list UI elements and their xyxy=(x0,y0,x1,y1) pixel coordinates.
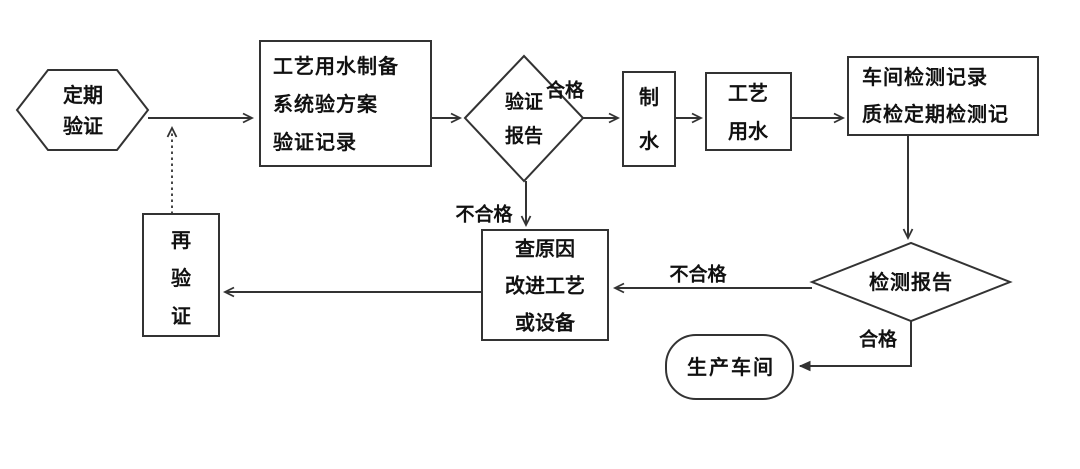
edge-label-fail-test: 不合格 xyxy=(669,263,727,286)
label-plan-record: 工艺用水制备 系统验方案 验证记录 xyxy=(273,54,399,154)
edge-label-pass-validation: 合格 xyxy=(545,79,585,102)
label-revalidation: 再 验 证 xyxy=(171,228,191,328)
edge-label-fail-validation: 不合格 xyxy=(455,203,513,226)
rect-revalidation xyxy=(142,213,220,337)
rect-process-water xyxy=(705,72,792,151)
label-investigate-improve: 查原因 改进工艺 或设备 xyxy=(505,236,585,335)
rect-investigate-improve xyxy=(481,229,609,341)
diamond-test-report xyxy=(809,241,1013,323)
label-validation-report: 验证 报告 xyxy=(504,90,544,147)
label-test-report: 检测报告 xyxy=(869,270,953,294)
edge-label-pass-test: 合格 xyxy=(858,328,898,351)
rect-plan-record xyxy=(259,40,432,167)
label-periodic-validation: 定期 验证 xyxy=(63,83,103,138)
stadium-production-workshop xyxy=(665,334,794,400)
label-production-workshop: 生产车间 xyxy=(687,355,775,379)
rect-inspection-records xyxy=(847,56,1039,136)
hexagon-periodic-validation xyxy=(15,69,150,151)
label-make-water: 制 水 xyxy=(639,85,659,153)
arrow-test-pass-to-production xyxy=(798,321,912,372)
label-inspection-records: 车间检测记录 质检定期检测记 xyxy=(862,65,1009,126)
label-process-water: 工艺 用水 xyxy=(728,81,768,143)
